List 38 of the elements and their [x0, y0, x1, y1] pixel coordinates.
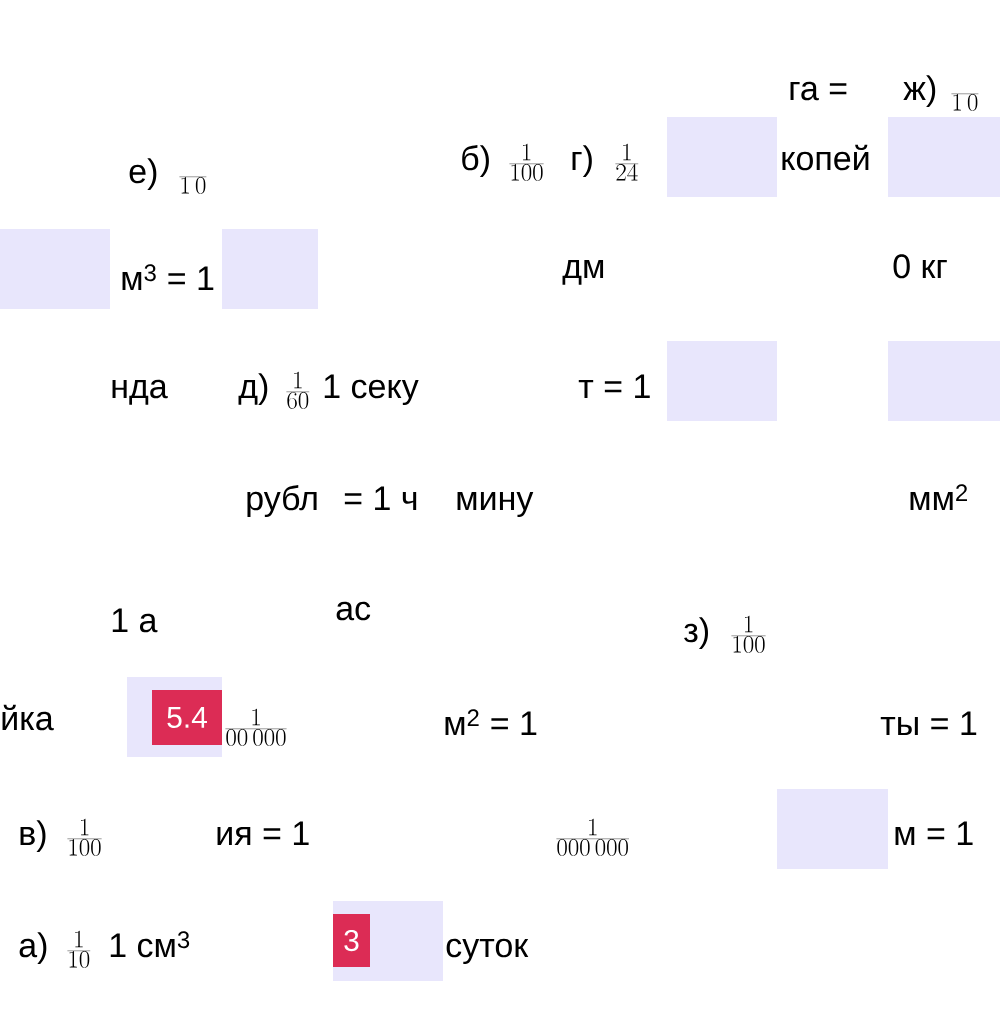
- label-text: йка: [2, 704, 54, 731]
- label-text: нда: [112, 379, 168, 405]
- label-text: з): [684, 617, 708, 650]
- label-text: в): [20, 820, 46, 853]
- label-text: м$^{3}$ = 1: [122, 264, 214, 290]
- label-text: га =: [790, 81, 847, 101]
- label-text: г): [572, 145, 592, 178]
- fraction: $\frac{1}{100}$: [67, 818, 102, 856]
- answer-box: [667, 341, 777, 421]
- label-text: 0 кг: [893, 254, 947, 279]
- label-text: ия = 1: [217, 821, 309, 845]
- fraction: $\frac{1}{10}$: [67, 930, 91, 968]
- label-text: ас: [336, 601, 371, 621]
- label-text: копей: [782, 144, 869, 171]
- fraction: $\frac{1}{100}$: [509, 143, 544, 181]
- label-text: б): [462, 145, 489, 178]
- label-text: мину: [457, 492, 534, 518]
- number-badge: 3: [333, 914, 370, 967]
- answer-box: [888, 117, 1000, 197]
- answer-box: [0, 229, 110, 309]
- label-text: рубл: [247, 485, 317, 518]
- fraction: $\frac{1}{000\,000}$: [556, 818, 629, 856]
- number-badge: 5.4: [152, 690, 222, 745]
- label-text: дм: [562, 260, 604, 285]
- label-text: = 1 ч: [344, 486, 417, 510]
- label-text: е): [129, 158, 157, 191]
- fraction: $\frac{1}{60}$: [286, 371, 310, 409]
- fraction: $\frac{1}{100}$: [731, 615, 766, 653]
- label-text: д): [238, 373, 268, 406]
- label-text: м$^{2}$ = 1: [445, 709, 537, 735]
- label-text: а): [19, 932, 47, 965]
- answer-box: [222, 229, 318, 309]
- answer-box: [667, 117, 777, 197]
- label-text: 1 а: [112, 608, 158, 633]
- answer-box: [777, 789, 888, 869]
- answer-box: [888, 341, 1000, 421]
- label-text: 1 секу: [324, 374, 419, 406]
- label-text: 1 см$^{3}$: [110, 931, 190, 958]
